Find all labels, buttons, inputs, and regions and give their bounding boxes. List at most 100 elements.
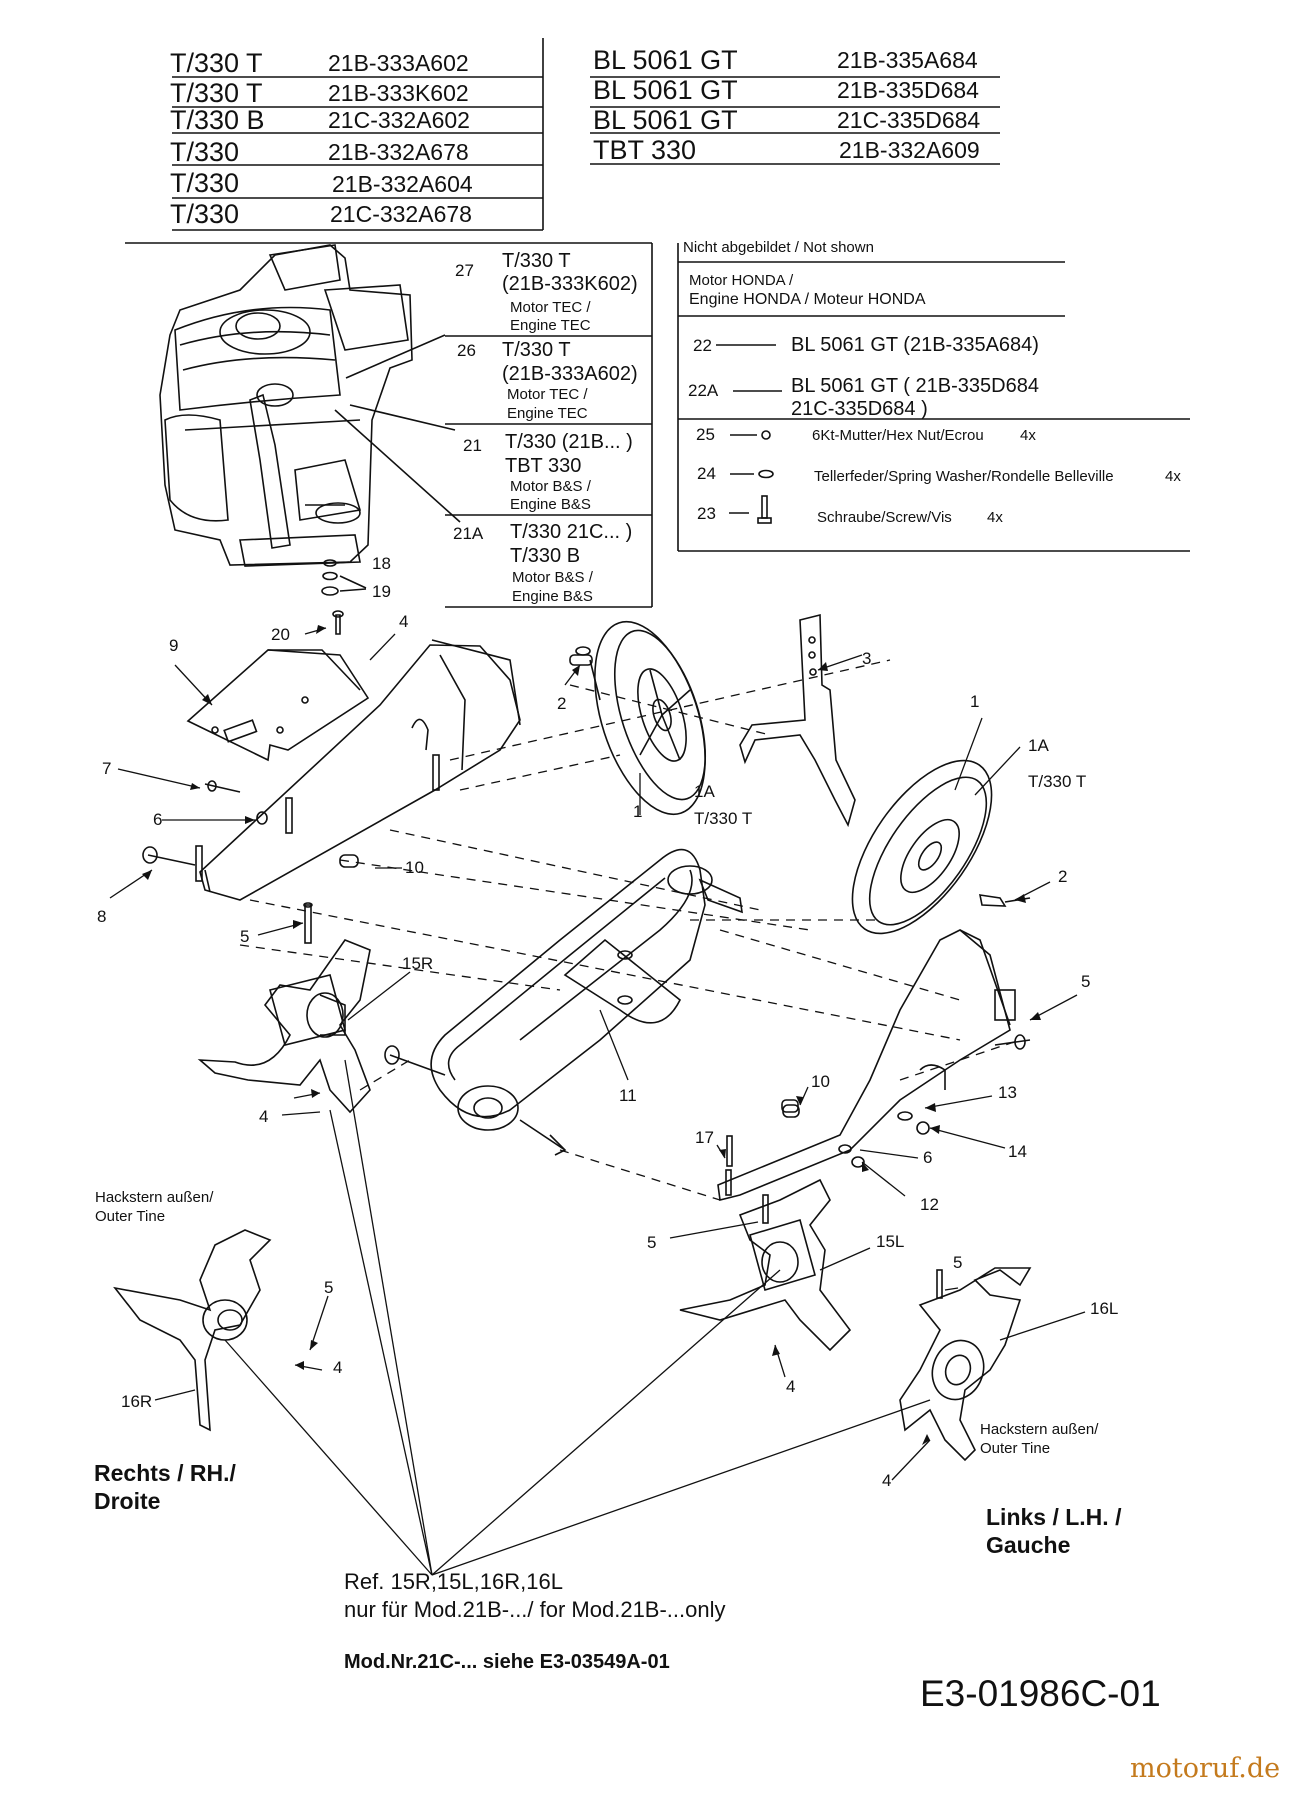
callout-13: 13 xyxy=(998,1083,1017,1102)
inner-tine-left-illustration xyxy=(679,1178,852,1352)
callout-15r: 15R xyxy=(402,954,434,973)
watermark-logo: motoruf.de xyxy=(1130,1753,1281,1784)
model-code: 21B-335A684 xyxy=(837,47,978,73)
left-side-label: Links / L.H. / Gauche xyxy=(986,1504,1122,1558)
callout-4: 4 xyxy=(333,1358,343,1377)
item-text: 21C-335D684 ) xyxy=(791,398,928,420)
callout-11: 11 xyxy=(619,1086,637,1105)
alignment-dashes xyxy=(239,659,1021,1201)
engine-code: TBT 330 xyxy=(505,455,582,477)
engine-code: (21B-333K602) xyxy=(502,273,638,295)
callout-5: 5 xyxy=(647,1233,657,1252)
outer-tine-label: Hackstern außen/ xyxy=(95,1189,214,1206)
model-code: 21B-333K602 xyxy=(328,80,469,106)
callout-5: 5 xyxy=(240,927,250,946)
callout-4: 4 xyxy=(882,1471,892,1490)
item-text: Schraube/Screw/Vis xyxy=(817,509,952,526)
item-ref: 23 xyxy=(697,504,716,523)
callout-2: 2 xyxy=(557,694,567,713)
callout-1a: 1A xyxy=(1028,736,1049,755)
callout-16r: 16R xyxy=(121,1392,153,1411)
item-text: 6Kt-Mutter/Hex Nut/Ecrou xyxy=(812,427,984,444)
outer-tine-label: Outer Tine xyxy=(980,1440,1051,1457)
callout-6: 6 xyxy=(923,1148,933,1167)
engine-type: Motor TEC / xyxy=(510,299,591,316)
item-qty: 4x xyxy=(987,509,1003,526)
model-name: T/330 xyxy=(170,168,240,198)
outer-tine-label: Hackstern außen/ xyxy=(980,1421,1099,1438)
engine-illustration xyxy=(159,244,461,596)
loose-hardware-illustration xyxy=(142,646,943,1299)
model-code: 21C-335D684 xyxy=(837,107,981,133)
callout-12: 12 xyxy=(920,1195,939,1214)
item-text: BL 5061 GT (21B-335A684) xyxy=(791,334,1039,356)
callout-4: 4 xyxy=(259,1107,269,1126)
model-name: T/330 T xyxy=(170,78,263,108)
engine-code: T/330 B xyxy=(510,545,581,567)
callout-1: 1 xyxy=(970,692,980,711)
callout-1a: 1A xyxy=(694,782,715,801)
callout-4: 4 xyxy=(399,612,409,631)
item-text: BL 5061 GT ( 21B-335D684 xyxy=(791,375,1039,397)
model-note: Mod.Nr.21C-... siehe E3-03549A-01 xyxy=(344,1651,670,1673)
model-code: 21B-332A678 xyxy=(328,139,469,165)
engine-type: Engine B&S xyxy=(510,496,591,513)
item-qty: 4x xyxy=(1165,468,1181,485)
model-name: T/330 B xyxy=(170,105,265,135)
callout-16l: 16L xyxy=(1090,1299,1119,1318)
wheel-left-illustration xyxy=(594,620,707,816)
callout-20: 20 xyxy=(271,625,290,644)
model-name: T/330 T xyxy=(170,48,263,78)
callout-17: 17 xyxy=(695,1128,714,1147)
inner-tine-right-illustration xyxy=(197,939,371,1114)
hardware-icons xyxy=(757,430,774,524)
engine-ref: 21A xyxy=(453,524,484,543)
callout-model: T/330 T xyxy=(694,809,753,828)
engine-ref: 21 xyxy=(463,436,482,455)
model-table-lines xyxy=(172,38,1000,231)
model-name: T/330 xyxy=(170,199,240,229)
engine-type: Motor TEC / xyxy=(507,386,588,403)
callout-7: 7 xyxy=(102,759,112,778)
callout-4: 4 xyxy=(786,1377,796,1396)
leader-lines xyxy=(109,627,1086,1576)
callout-1: 1 xyxy=(633,802,643,821)
engine-box-lines xyxy=(125,242,653,608)
not-shown-box-lines xyxy=(677,243,1190,552)
callout-9: 9 xyxy=(169,636,179,655)
callout-5: 5 xyxy=(324,1278,334,1297)
engine-type: Engine TEC xyxy=(507,405,588,422)
wheel-bracket-illustration xyxy=(739,613,856,828)
item-ref: 22A xyxy=(688,381,719,400)
engine-ref: 27 xyxy=(455,261,474,280)
engine-type: Engine B&S xyxy=(512,588,593,605)
model-code: 21B-332A609 xyxy=(839,137,980,163)
model-code: 21B-332A604 xyxy=(332,171,473,197)
right-side-label: Rechts / RH./ Droite xyxy=(94,1460,236,1514)
engine-model: T/330 (21B... ) xyxy=(505,431,633,453)
arrow-heads xyxy=(142,625,1041,1445)
engine-model: T/330 T xyxy=(502,250,571,272)
callout-19: 19 xyxy=(372,582,391,601)
item-qty: 4x xyxy=(1020,427,1036,444)
item-ref: 22 xyxy=(693,336,712,355)
model-code: 21C-332A602 xyxy=(328,107,470,133)
callout-5: 5 xyxy=(1081,972,1091,991)
engine-model: T/330 T xyxy=(502,339,571,361)
model-code: 21B-333A602 xyxy=(328,50,469,76)
engine-code: (21B-333A602) xyxy=(502,363,638,385)
callout-model: T/330 T xyxy=(1028,772,1087,791)
outer-tine-label: Outer Tine xyxy=(95,1208,166,1225)
item-text: Tellerfeder/Spring Washer/Rondelle Belle… xyxy=(814,468,1114,485)
callout-10: 10 xyxy=(405,858,424,877)
callout-2: 2 xyxy=(1058,867,1068,886)
item-ref: 25 xyxy=(696,425,715,444)
left-frame-illustration xyxy=(717,929,1031,1201)
document-number: E3-01986C-01 xyxy=(920,1673,1161,1714)
model-name: BL 5061 GT xyxy=(593,105,738,135)
right-frame-illustration xyxy=(195,639,521,901)
callout-15l: 15L xyxy=(876,1232,905,1251)
ref-note: Ref. 15R,15L,16R,16L nur für Mod.21B-...… xyxy=(344,1569,726,1622)
item-ref: 24 xyxy=(697,464,716,483)
honda-motor-label: Motor HONDA / xyxy=(689,272,794,289)
